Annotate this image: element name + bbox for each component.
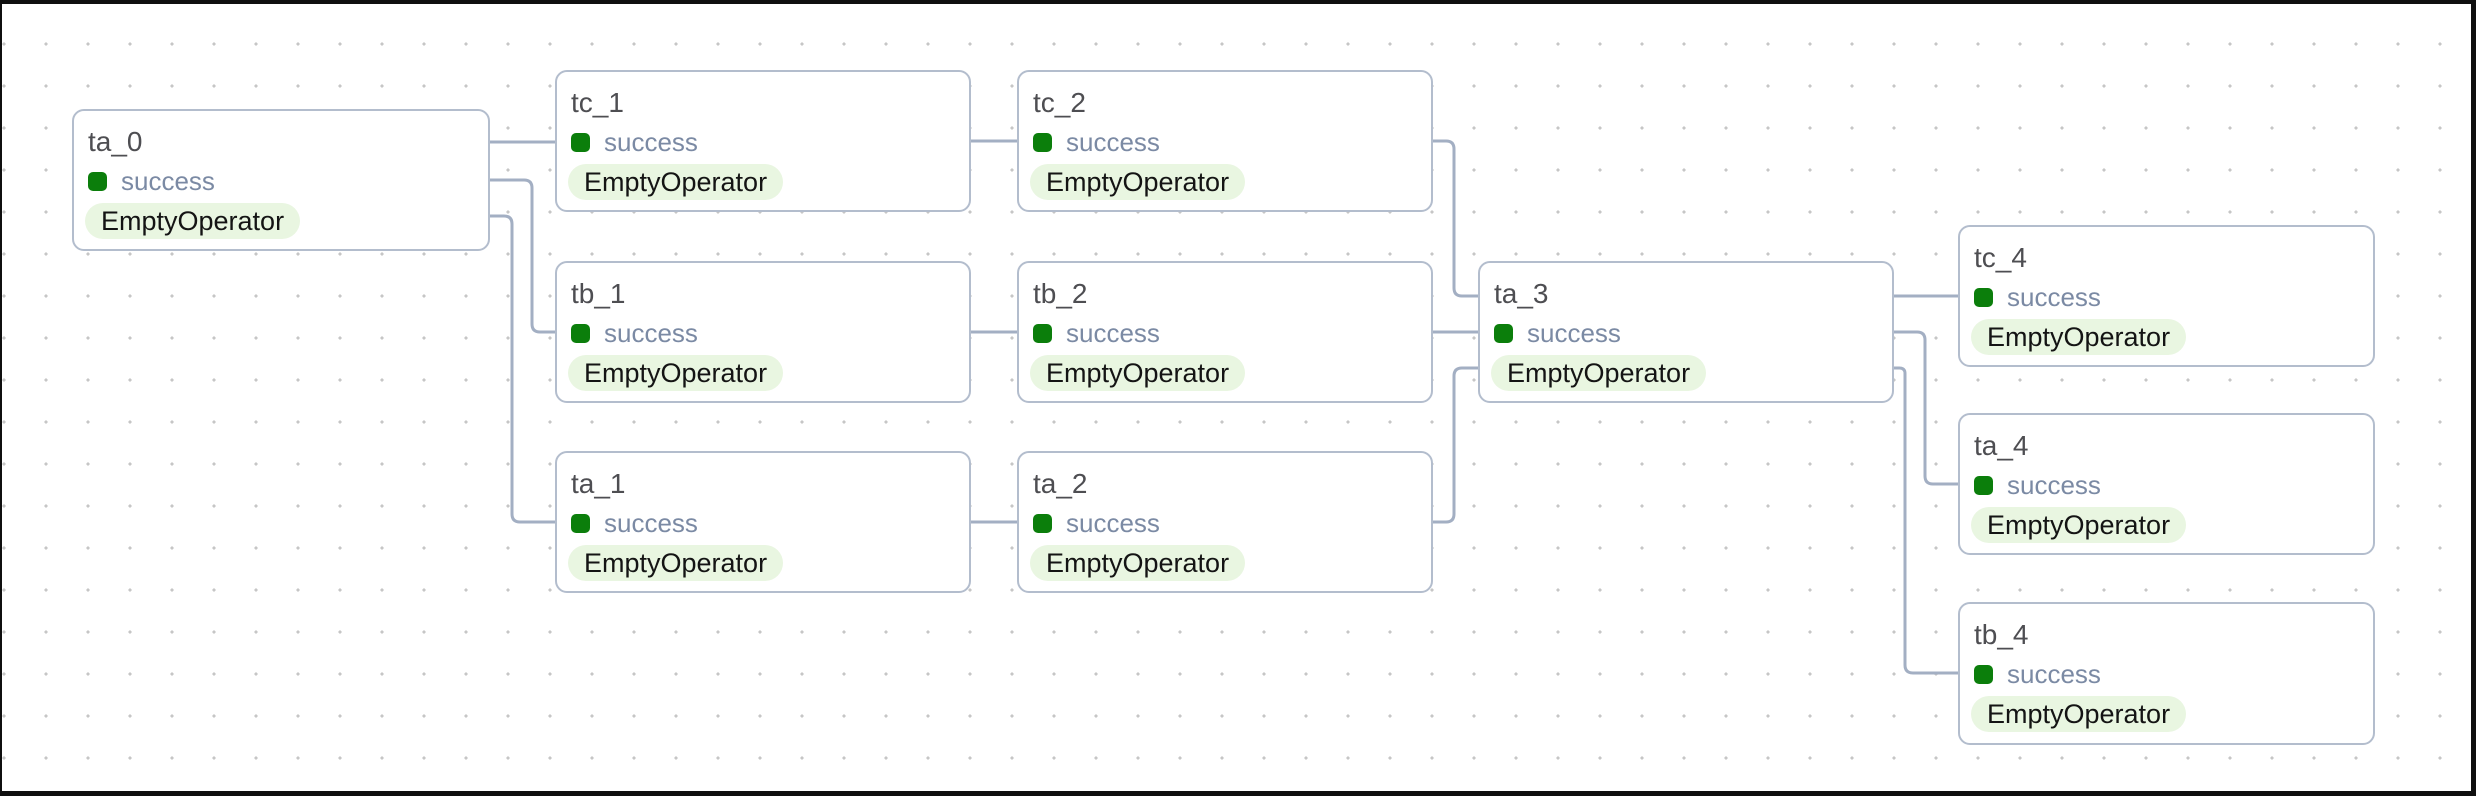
task-status-row: success: [1974, 470, 2101, 500]
task-status-row: success: [1033, 318, 1160, 348]
task-status-label: success: [1066, 318, 1160, 348]
task-title: tb_2: [1033, 278, 1088, 309]
success-status-icon: [1974, 287, 1993, 307]
task-node-tc_4[interactable]: tc_4 success EmptyOperator: [1958, 225, 2375, 367]
task-node-tb_2[interactable]: tb_2 success EmptyOperator: [1017, 261, 1433, 403]
task-status-row: success: [571, 508, 698, 538]
task-status-label: success: [1527, 318, 1621, 348]
task-status-label: success: [604, 508, 698, 538]
task-node-tc_1[interactable]: tc_1 success EmptyOperator: [555, 70, 971, 212]
task-title: ta_3: [1494, 278, 1549, 309]
success-status-icon: [1033, 132, 1052, 152]
task-node-ta_4[interactable]: ta_4 success EmptyOperator: [1958, 413, 2375, 555]
success-status-icon: [571, 132, 590, 152]
task-title: tc_1: [571, 87, 624, 118]
task-status-label: success: [604, 127, 698, 157]
task-status-label: success: [1066, 508, 1160, 538]
success-status-icon: [1974, 664, 1993, 684]
task-status-row: success: [571, 318, 698, 348]
dag-graph-canvas[interactable]: ta_0 success EmptyOperator tc_1 success …: [2, 4, 2471, 791]
task-title: tc_2: [1033, 87, 1086, 118]
task-status-label: success: [2007, 470, 2101, 500]
edge-ta_2-to-ta_3: [1433, 366, 1478, 524]
task-title: ta_0: [88, 126, 143, 157]
operator-badge: EmptyOperator: [85, 203, 301, 239]
operator-badge: EmptyOperator: [1971, 507, 2187, 543]
task-status-row: success: [1033, 127, 1160, 157]
edge-ta_0-to-tb_1: [490, 178, 555, 334]
task-title: ta_1: [571, 468, 626, 499]
task-status-label: success: [121, 166, 215, 196]
task-status-label: success: [2007, 282, 2101, 312]
task-title: ta_2: [1033, 468, 1088, 499]
operator-badge: EmptyOperator: [1030, 164, 1246, 200]
operator-badge: EmptyOperator: [1030, 545, 1246, 581]
operator-badge: EmptyOperator: [568, 164, 784, 200]
task-node-ta_0[interactable]: ta_0 success EmptyOperator: [72, 109, 490, 251]
edge-tc_2-to-ta_3: [1433, 139, 1478, 298]
task-title: tb_1: [571, 278, 626, 309]
task-node-ta_2[interactable]: ta_2 success EmptyOperator: [1017, 451, 1433, 593]
success-status-icon: [571, 323, 590, 343]
task-title: tb_4: [1974, 619, 2029, 650]
task-status-label: success: [1066, 127, 1160, 157]
success-status-icon: [571, 513, 590, 533]
operator-badge: EmptyOperator: [1971, 696, 2187, 732]
operator-badge: EmptyOperator: [1030, 355, 1246, 391]
operator-badge: EmptyOperator: [1971, 319, 2187, 355]
task-title: ta_4: [1974, 430, 2029, 461]
task-node-tc_2[interactable]: tc_2 success EmptyOperator: [1017, 70, 1433, 212]
task-node-tb_4[interactable]: tb_4 success EmptyOperator: [1958, 602, 2375, 745]
task-status-row: success: [88, 166, 215, 196]
task-status-row: success: [1974, 282, 2101, 312]
success-status-icon: [1494, 323, 1513, 343]
task-title: tc_4: [1974, 242, 2027, 273]
success-status-icon: [1033, 323, 1052, 343]
task-status-label: success: [604, 318, 698, 348]
edge-ta_3-to-tb_4: [1894, 366, 1958, 675]
task-status-row: success: [571, 127, 698, 157]
task-node-tb_1[interactable]: tb_1 success EmptyOperator: [555, 261, 971, 403]
success-status-icon: [1033, 513, 1052, 533]
edge-ta_0-to-ta_1: [490, 214, 555, 524]
operator-badge: EmptyOperator: [1491, 355, 1707, 391]
task-status-row: success: [1494, 318, 1621, 348]
success-status-icon: [88, 171, 107, 191]
task-status-row: success: [1974, 659, 2101, 689]
task-status-row: success: [1033, 508, 1160, 538]
task-node-ta_3[interactable]: ta_3 success EmptyOperator: [1478, 261, 1894, 403]
task-status-label: success: [2007, 659, 2101, 689]
operator-badge: EmptyOperator: [568, 355, 784, 391]
operator-badge: EmptyOperator: [568, 545, 784, 581]
task-node-ta_1[interactable]: ta_1 success EmptyOperator: [555, 451, 971, 593]
edge-ta_3-to-ta_4: [1894, 330, 1958, 486]
success-status-icon: [1974, 475, 1993, 495]
